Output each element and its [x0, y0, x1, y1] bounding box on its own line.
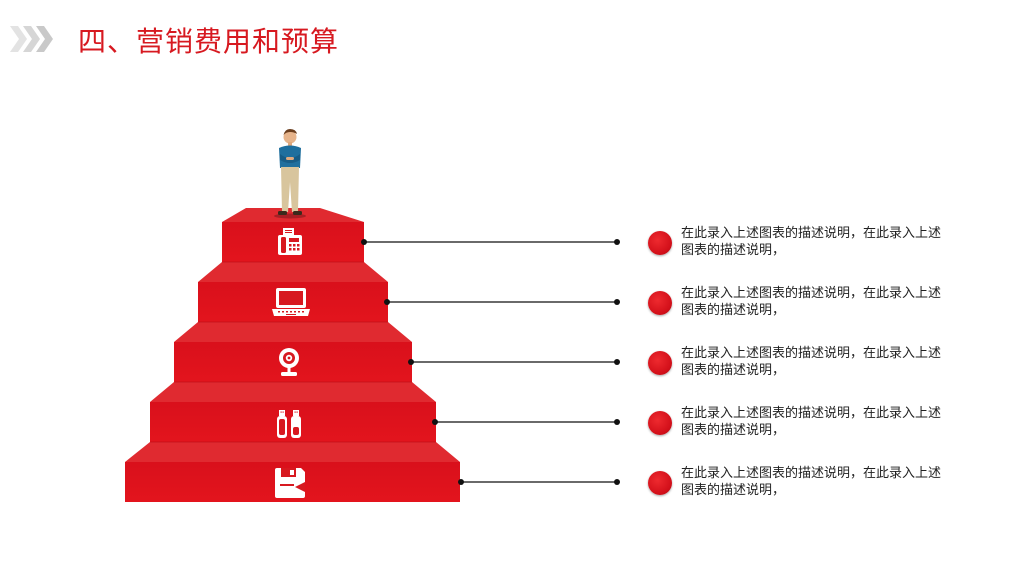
usb-drives-icon — [277, 410, 301, 438]
businessman-figure — [274, 129, 306, 219]
bullet-dot-2 — [648, 291, 672, 315]
fax-machine-icon — [278, 228, 302, 255]
description-text-5: 在此录入上述图表的描述说明，在此录入上述图表的描述说明， — [681, 466, 942, 498]
description-text-1: 在此录入上述图表的描述说明，在此录入上述图表的描述说明， — [681, 226, 942, 258]
bullet-dot-3 — [648, 351, 672, 375]
bullet-dot-5 — [648, 471, 672, 495]
description-text-4: 在此录入上述图表的描述说明，在此录入上述图表的描述说明， — [681, 406, 942, 438]
laptop-icon — [272, 288, 310, 316]
description-text-3: 在此录入上述图表的描述说明，在此录入上述图表的描述说明， — [681, 346, 942, 378]
page-title: 四、营销费用和预算 — [78, 25, 340, 58]
floppy-disk-icon — [275, 468, 305, 498]
description-text-2: 在此录入上述图表的描述说明，在此录入上述图表的描述说明， — [681, 286, 942, 318]
triple-chevron-icon — [10, 26, 53, 52]
webcam-icon — [279, 348, 299, 376]
bullet-dot-1 — [648, 231, 672, 255]
bullet-dot-4 — [648, 411, 672, 435]
